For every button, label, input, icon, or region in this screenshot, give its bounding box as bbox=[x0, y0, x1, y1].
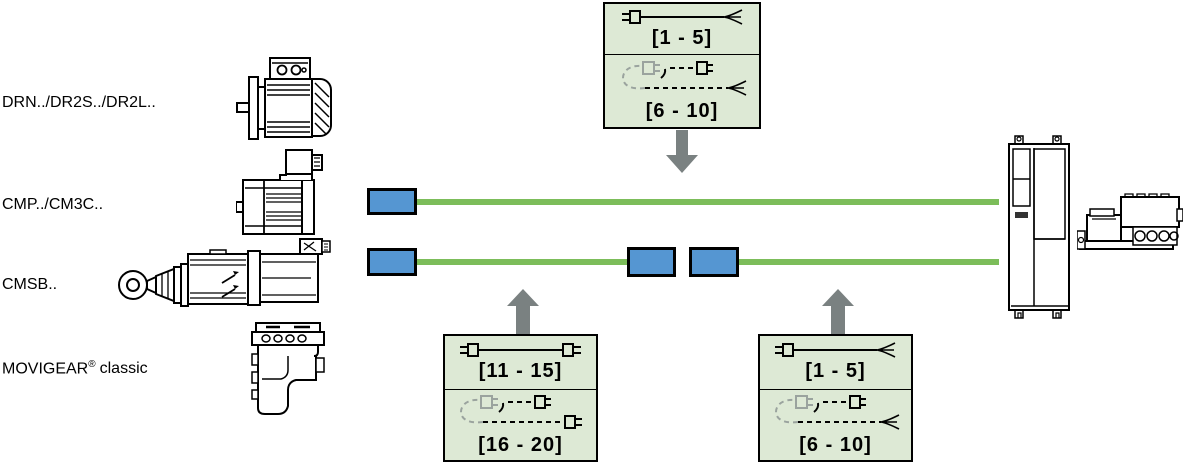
plug-to-open-wires-cable-icon bbox=[621, 8, 742, 25]
cable-variant-section: [6 - 10] bbox=[760, 389, 911, 460]
cable-variant-box-bottom-right: [1 - 5] [6 - 10] bbox=[758, 334, 913, 462]
movigear-suffix: classic bbox=[99, 360, 148, 378]
cable-variant-box-bottom-left: [11 - 15] [16 - 20] bbox=[443, 334, 598, 462]
cable-range-label: [11 - 15] bbox=[478, 360, 563, 382]
connector-box-cmp bbox=[367, 188, 417, 215]
up-arrow-icon bbox=[821, 289, 855, 334]
movigear-name: MOVIGEAR bbox=[2, 360, 89, 378]
extension-cable-dashed-open-wires-icon bbox=[774, 394, 900, 430]
cable-line-cmp bbox=[417, 199, 999, 205]
motor-label-drn: DRN../DR2S../DR2L.. bbox=[2, 94, 156, 111]
plug-to-open-wires-cable-icon bbox=[775, 342, 896, 358]
decentralized-drive-drawing bbox=[1077, 191, 1183, 255]
registered-trademark-symbol: ® bbox=[88, 359, 96, 370]
extension-cable-dashed-plug-icon bbox=[459, 394, 582, 429]
sew-logo-mark bbox=[1015, 212, 1028, 218]
cable-range-label: [6 - 10] bbox=[645, 99, 719, 122]
cable-variant-section: [1 - 5] bbox=[605, 4, 759, 54]
down-arrow-icon bbox=[664, 130, 700, 173]
cable-range-label: [1 - 5] bbox=[651, 26, 713, 49]
ac-motor-drawing bbox=[236, 56, 336, 144]
cable-range-label: [1 - 5] bbox=[805, 360, 866, 382]
motor-label-cmp: CMP../CM3C.. bbox=[2, 196, 104, 213]
servo-motor-drawing bbox=[236, 146, 331, 238]
inverter-cabinet-drawing bbox=[1007, 134, 1073, 320]
plug-to-plug-cable-icon bbox=[460, 343, 581, 357]
cable-range-label: [6 - 10] bbox=[799, 433, 872, 456]
extension-cable-dashed-open-wires-icon bbox=[621, 60, 746, 96]
cable-range-label: [16 - 20] bbox=[478, 433, 563, 456]
electric-cylinder-drawing bbox=[116, 238, 334, 314]
cable-variant-box-top: [1 - 5] [6 - 10] bbox=[603, 2, 761, 129]
cable-line-cmsb-left bbox=[417, 259, 627, 265]
motor-label-movigear: MOVIGEAR®classic bbox=[2, 359, 148, 378]
connector-box-cmsb-mid2 bbox=[689, 247, 739, 277]
up-arrow-icon bbox=[506, 289, 540, 334]
cable-variant-section: [11 - 15] bbox=[445, 336, 596, 389]
movigear-drive-drawing bbox=[248, 322, 328, 418]
cable-variant-section: [16 - 20] bbox=[445, 389, 596, 460]
cable-variant-section: [1 - 5] bbox=[760, 336, 911, 389]
connector-box-cmsb-mid1 bbox=[627, 247, 676, 277]
cable-variant-section: [6 - 10] bbox=[605, 54, 759, 127]
cable-line-cmsb-right bbox=[739, 259, 999, 265]
connector-box-cmsb-left bbox=[367, 248, 417, 276]
motor-label-cmsb: CMSB.. bbox=[2, 276, 58, 293]
